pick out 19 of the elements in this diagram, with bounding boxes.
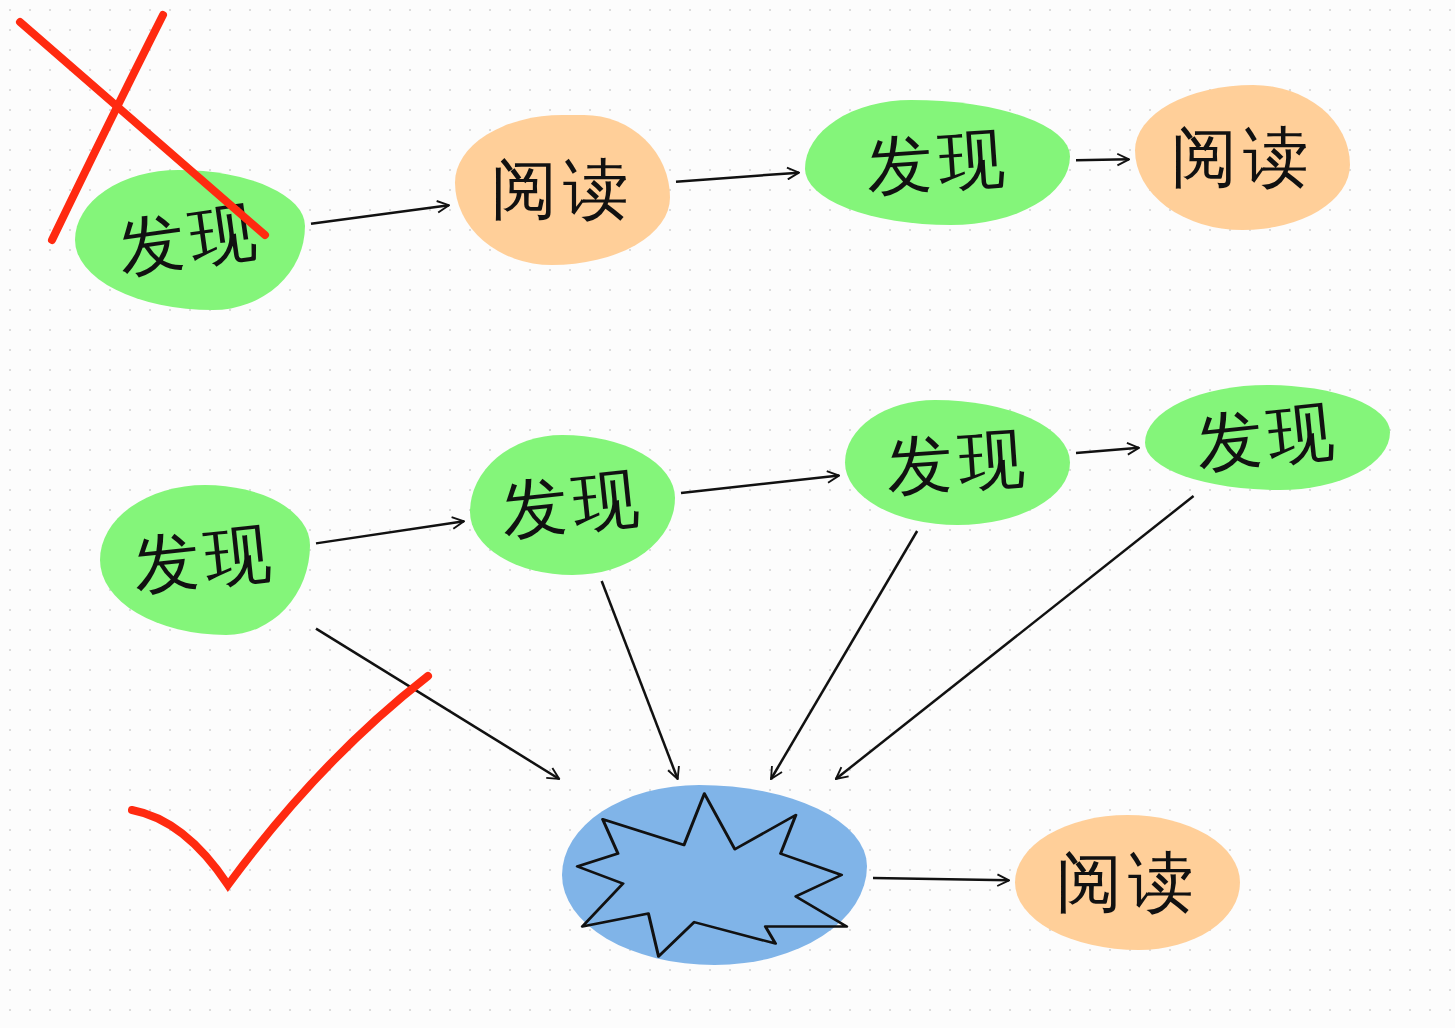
node-label: 阅读 (1055, 842, 1200, 923)
arrow (600, 580, 680, 780)
arrow (1075, 442, 1140, 456)
node-label: 发现 (882, 417, 1033, 508)
arrow (834, 495, 1195, 780)
node-label: 发现 (128, 512, 282, 608)
arrow (315, 627, 561, 781)
node-label: 发现 (496, 457, 649, 553)
arrow (769, 530, 919, 780)
node-label: 阅读 (1170, 117, 1315, 198)
arrow (310, 200, 450, 225)
arrow (680, 470, 840, 495)
arrow (675, 166, 800, 183)
node-label: 发现 (862, 117, 1013, 208)
arrow (315, 516, 465, 545)
node-label: 发现 (1191, 390, 1344, 485)
node-label: 阅读 (490, 150, 635, 230)
arrow (872, 873, 1010, 887)
arrow (1075, 152, 1130, 167)
